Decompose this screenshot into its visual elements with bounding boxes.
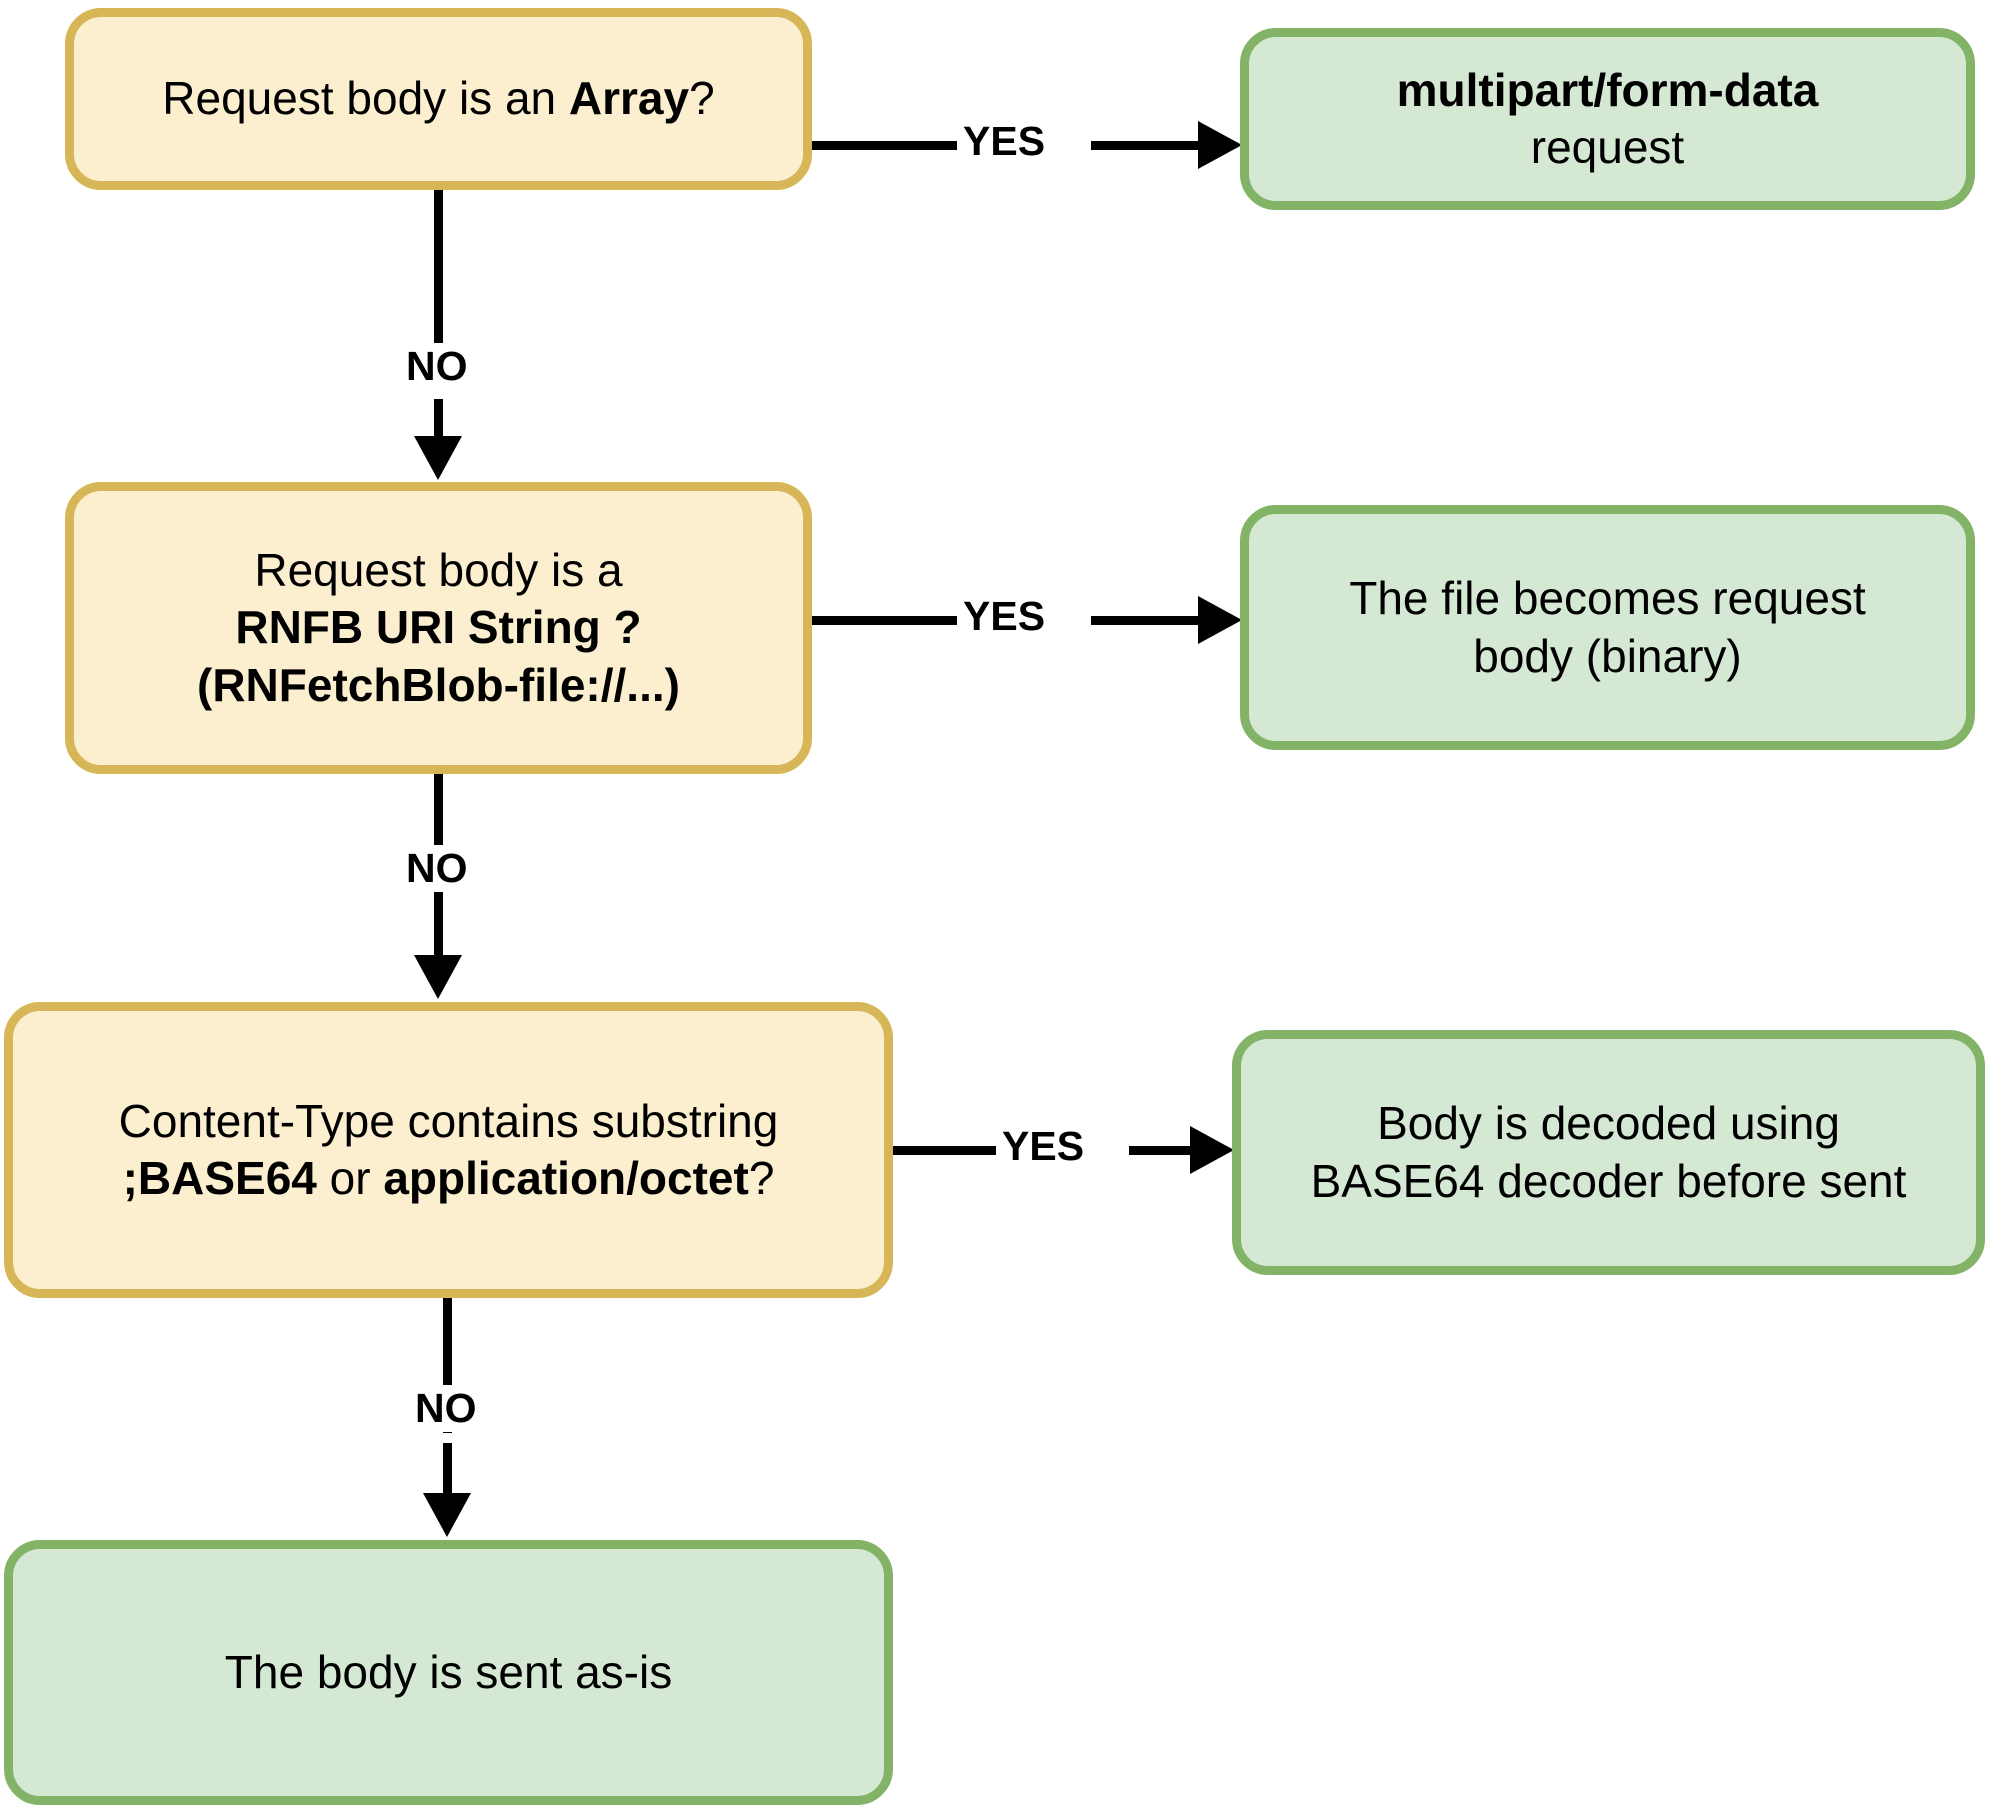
outcome-base64-text: Body is decoded using BASE64 decoder bef… xyxy=(1241,1095,1976,1210)
edge-label-no-1: NO xyxy=(400,343,474,390)
decision-rnfb-line3: (RNFetchBlob-file://...) xyxy=(197,658,680,711)
decision-rnfb-line2: RNFB URI String ? xyxy=(235,601,642,654)
decision-content-type-line1: Content-Type contains substring xyxy=(118,1094,779,1147)
edge-label-yes-3: YES xyxy=(996,1123,1091,1170)
outcome-multipart-line1: multipart/form-data xyxy=(1396,63,1819,116)
decision-content-type-qmark: ? xyxy=(748,1152,775,1204)
edge-label-yes-2: YES xyxy=(957,593,1052,640)
decision-array-text: Request body is an Array? xyxy=(74,70,803,128)
decision-content-type-or: or xyxy=(316,1152,384,1204)
edge-no-3-line xyxy=(443,1298,452,1433)
decision-content-type-bold-octet: application/octet xyxy=(383,1152,749,1204)
outcome-node-base64-decoded[interactable]: Body is decoded using BASE64 decoder bef… xyxy=(1232,1030,1985,1275)
edge-yes-3-arrowhead xyxy=(1190,1126,1234,1174)
edge-no-3-arrowhead xyxy=(423,1493,471,1537)
outcome-multipart-text: multipart/form-data request xyxy=(1249,62,1966,177)
edge-yes-1-arrowhead xyxy=(1198,121,1242,169)
edge-label-yes-1: YES xyxy=(957,118,1052,165)
edge-no-1-line-lower xyxy=(434,399,443,439)
decision-content-type-text: Content-Type contains substring ;BASE64 … xyxy=(13,1093,884,1208)
edge-no-1-line xyxy=(434,190,443,390)
decision-rnfb-line1: Request body is a xyxy=(254,543,623,596)
decision-node-request-body-is-array[interactable]: Request body is an Array? xyxy=(65,8,812,190)
edge-yes-2-line-right xyxy=(1091,616,1201,625)
edge-yes-1-line-left xyxy=(812,141,957,150)
outcome-file-line1: The file becomes request xyxy=(1349,572,1866,624)
decision-rnfb-text: Request body is a RNFB URI String ? (RNF… xyxy=(74,542,803,715)
decision-node-rnfb-uri-string[interactable]: Request body is a RNFB URI String ? (RNF… xyxy=(65,482,812,774)
edge-label-no-2: NO xyxy=(400,845,474,892)
outcome-base64-line2: BASE64 decoder before sent xyxy=(1310,1154,1907,1207)
decision-array-text-bold: Array xyxy=(568,72,690,125)
edge-yes-2-line-left xyxy=(812,616,957,625)
decision-array-text-part-1: Request body is an xyxy=(162,72,569,125)
outcome-multipart-line2: request xyxy=(1530,121,1685,173)
edge-yes-3-line-left xyxy=(893,1146,998,1155)
outcome-node-body-sent-as-is[interactable]: The body is sent as-is xyxy=(4,1540,893,1805)
edge-no-1-arrowhead xyxy=(414,436,462,480)
outcome-file-text: The file becomes request body (binary) xyxy=(1249,570,1966,685)
edge-no-3-line-lower xyxy=(443,1443,452,1498)
outcome-node-multipart-form-data[interactable]: multipart/form-data request xyxy=(1240,28,1975,210)
decision-array-text-part-2: ? xyxy=(689,72,715,125)
edge-label-no-3: NO xyxy=(409,1385,483,1432)
edge-yes-1-line-right xyxy=(1091,141,1201,150)
edge-no-2-arrowhead xyxy=(414,955,462,999)
outcome-file-line2: body (binary) xyxy=(1473,629,1742,682)
outcome-base64-line1: Body is decoded using xyxy=(1377,1097,1840,1149)
edge-yes-2-arrowhead xyxy=(1198,596,1242,644)
decision-content-type-bold-base64: ;BASE64 xyxy=(122,1152,317,1204)
edge-yes-3-line-right xyxy=(1129,1146,1194,1155)
edge-no-2-line-lower xyxy=(434,905,443,960)
outcome-as-is-text: The body is sent as-is xyxy=(224,1645,673,1698)
decision-node-content-type-substring[interactable]: Content-Type contains substring ;BASE64 … xyxy=(4,1002,893,1298)
outcome-node-file-becomes-body[interactable]: The file becomes request body (binary) xyxy=(1240,505,1975,750)
